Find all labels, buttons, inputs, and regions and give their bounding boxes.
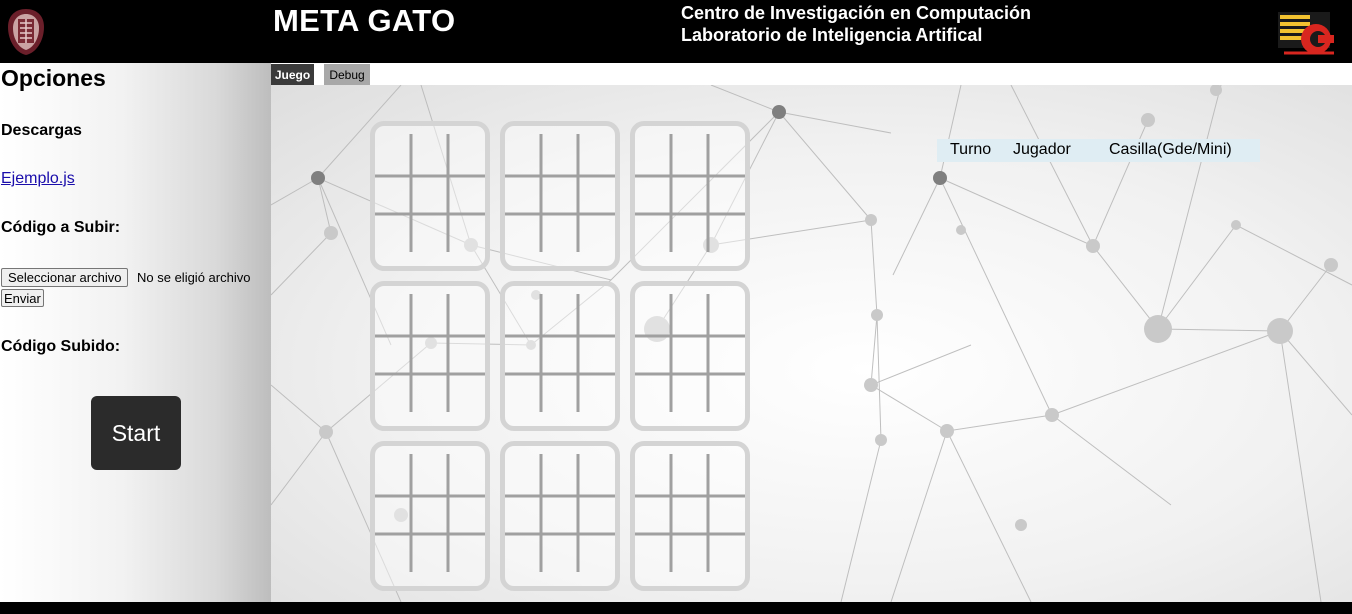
meta-board bbox=[370, 121, 752, 595]
mini-grid bbox=[635, 454, 745, 572]
submit-button[interactable]: Enviar bbox=[1, 289, 44, 307]
mini-board-6[interactable] bbox=[630, 281, 750, 431]
mini-board-1[interactable] bbox=[370, 121, 490, 271]
mini-grid bbox=[635, 294, 745, 412]
mini-board-3[interactable] bbox=[630, 121, 750, 271]
mini-board-7[interactable] bbox=[370, 441, 490, 591]
mini-grid bbox=[635, 134, 745, 252]
mini-board-2[interactable] bbox=[500, 121, 620, 271]
header: META GATO Centro de Investigación en Com… bbox=[0, 0, 1352, 63]
mini-grid bbox=[505, 454, 615, 572]
uploaded-code-heading: Código Subido: bbox=[1, 338, 121, 355]
footer-bar bbox=[0, 602, 1352, 614]
column-header-casilla: Casilla(Gde/Mini) bbox=[1109, 141, 1232, 158]
game-area bbox=[271, 85, 1352, 602]
app-title: META GATO bbox=[273, 3, 456, 38]
lab-name-line: Laboratorio de Inteligencia Artifical bbox=[681, 25, 983, 45]
tab-debug[interactable]: Debug bbox=[324, 64, 370, 85]
mini-grid bbox=[375, 454, 485, 572]
mini-grid bbox=[375, 134, 485, 252]
tab-juego[interactable]: Juego bbox=[271, 64, 314, 85]
file-status-text: No se eligió archivo bbox=[137, 270, 251, 285]
ipn-crest-icon bbox=[6, 7, 46, 57]
mini-grid bbox=[505, 294, 615, 412]
mini-board-4[interactable] bbox=[370, 281, 490, 431]
mini-board-9[interactable] bbox=[630, 441, 750, 591]
tab-bar: Juego Debug bbox=[271, 63, 1352, 85]
example-download-link[interactable]: Ejemplo.js bbox=[1, 170, 75, 187]
network-background bbox=[271, 85, 1352, 602]
options-sidebar: Opciones Descargas Ejemplo.js Código a S… bbox=[0, 63, 271, 602]
sidebar-title: Opciones bbox=[1, 65, 106, 91]
column-header-jugador: Jugador bbox=[1013, 141, 1071, 158]
mini-grid bbox=[375, 294, 485, 412]
mini-grid bbox=[505, 134, 615, 252]
org-name-line: Centro de Investigación en Computación bbox=[681, 3, 1032, 23]
file-select-button[interactable]: Seleccionar archivo bbox=[1, 268, 129, 287]
cic-logo-icon bbox=[1276, 9, 1340, 57]
mini-board-5[interactable] bbox=[500, 281, 620, 431]
upload-heading: Código a Subir: bbox=[1, 219, 121, 236]
downloads-heading: Descargas bbox=[1, 122, 82, 139]
moves-table-header: Turno Jugador Casilla(Gde/Mini) bbox=[937, 139, 1260, 162]
mini-board-8[interactable] bbox=[500, 441, 620, 591]
start-button[interactable]: Start bbox=[91, 396, 181, 470]
column-header-turno: Turno bbox=[950, 141, 992, 158]
